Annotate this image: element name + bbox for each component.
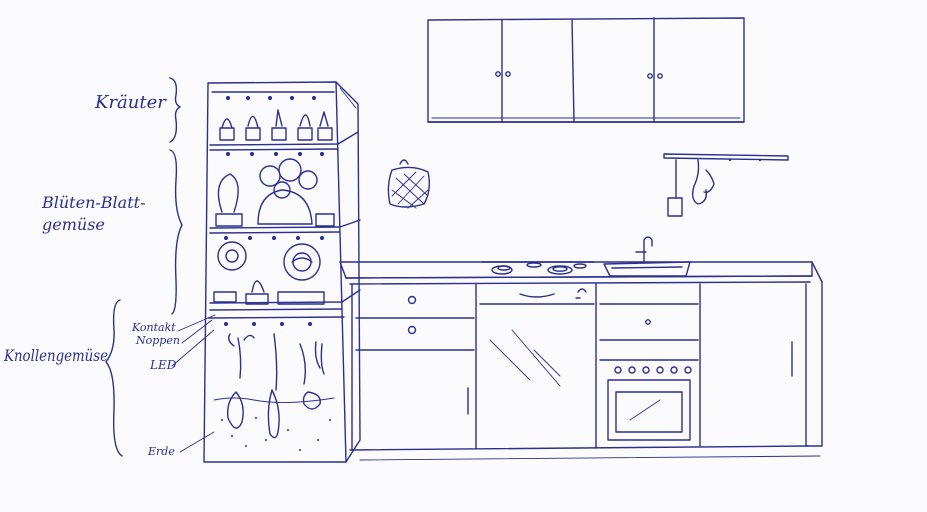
utensil-rail	[664, 154, 788, 216]
label-kraeuter: Kräuter	[94, 92, 167, 113]
root-vegetables	[214, 334, 334, 451]
label-noppen: Noppen	[135, 334, 180, 347]
label-erde: Erde	[147, 445, 175, 458]
label-knollengemuese: Knollengemüse	[3, 346, 108, 365]
brace-knollen	[106, 300, 122, 456]
brace-blueten-blatt	[170, 150, 182, 314]
brace-kraeuter	[170, 78, 180, 142]
cabbage-row	[214, 242, 324, 304]
sink	[604, 237, 690, 276]
herb-pots	[220, 110, 332, 140]
wall-scrubber	[388, 160, 429, 208]
base-cabinets	[340, 262, 822, 460]
wall-cabinets	[428, 18, 744, 122]
label-kontakt: Kontakt	[131, 321, 176, 334]
leafy-vegetables	[216, 159, 334, 226]
hob	[482, 262, 594, 274]
label-blueten-blatt-line2: gemüse	[42, 215, 105, 234]
label-blueten-blatt-line1: Blüten-Blatt-	[41, 193, 145, 212]
garden-cabinet	[204, 82, 360, 462]
